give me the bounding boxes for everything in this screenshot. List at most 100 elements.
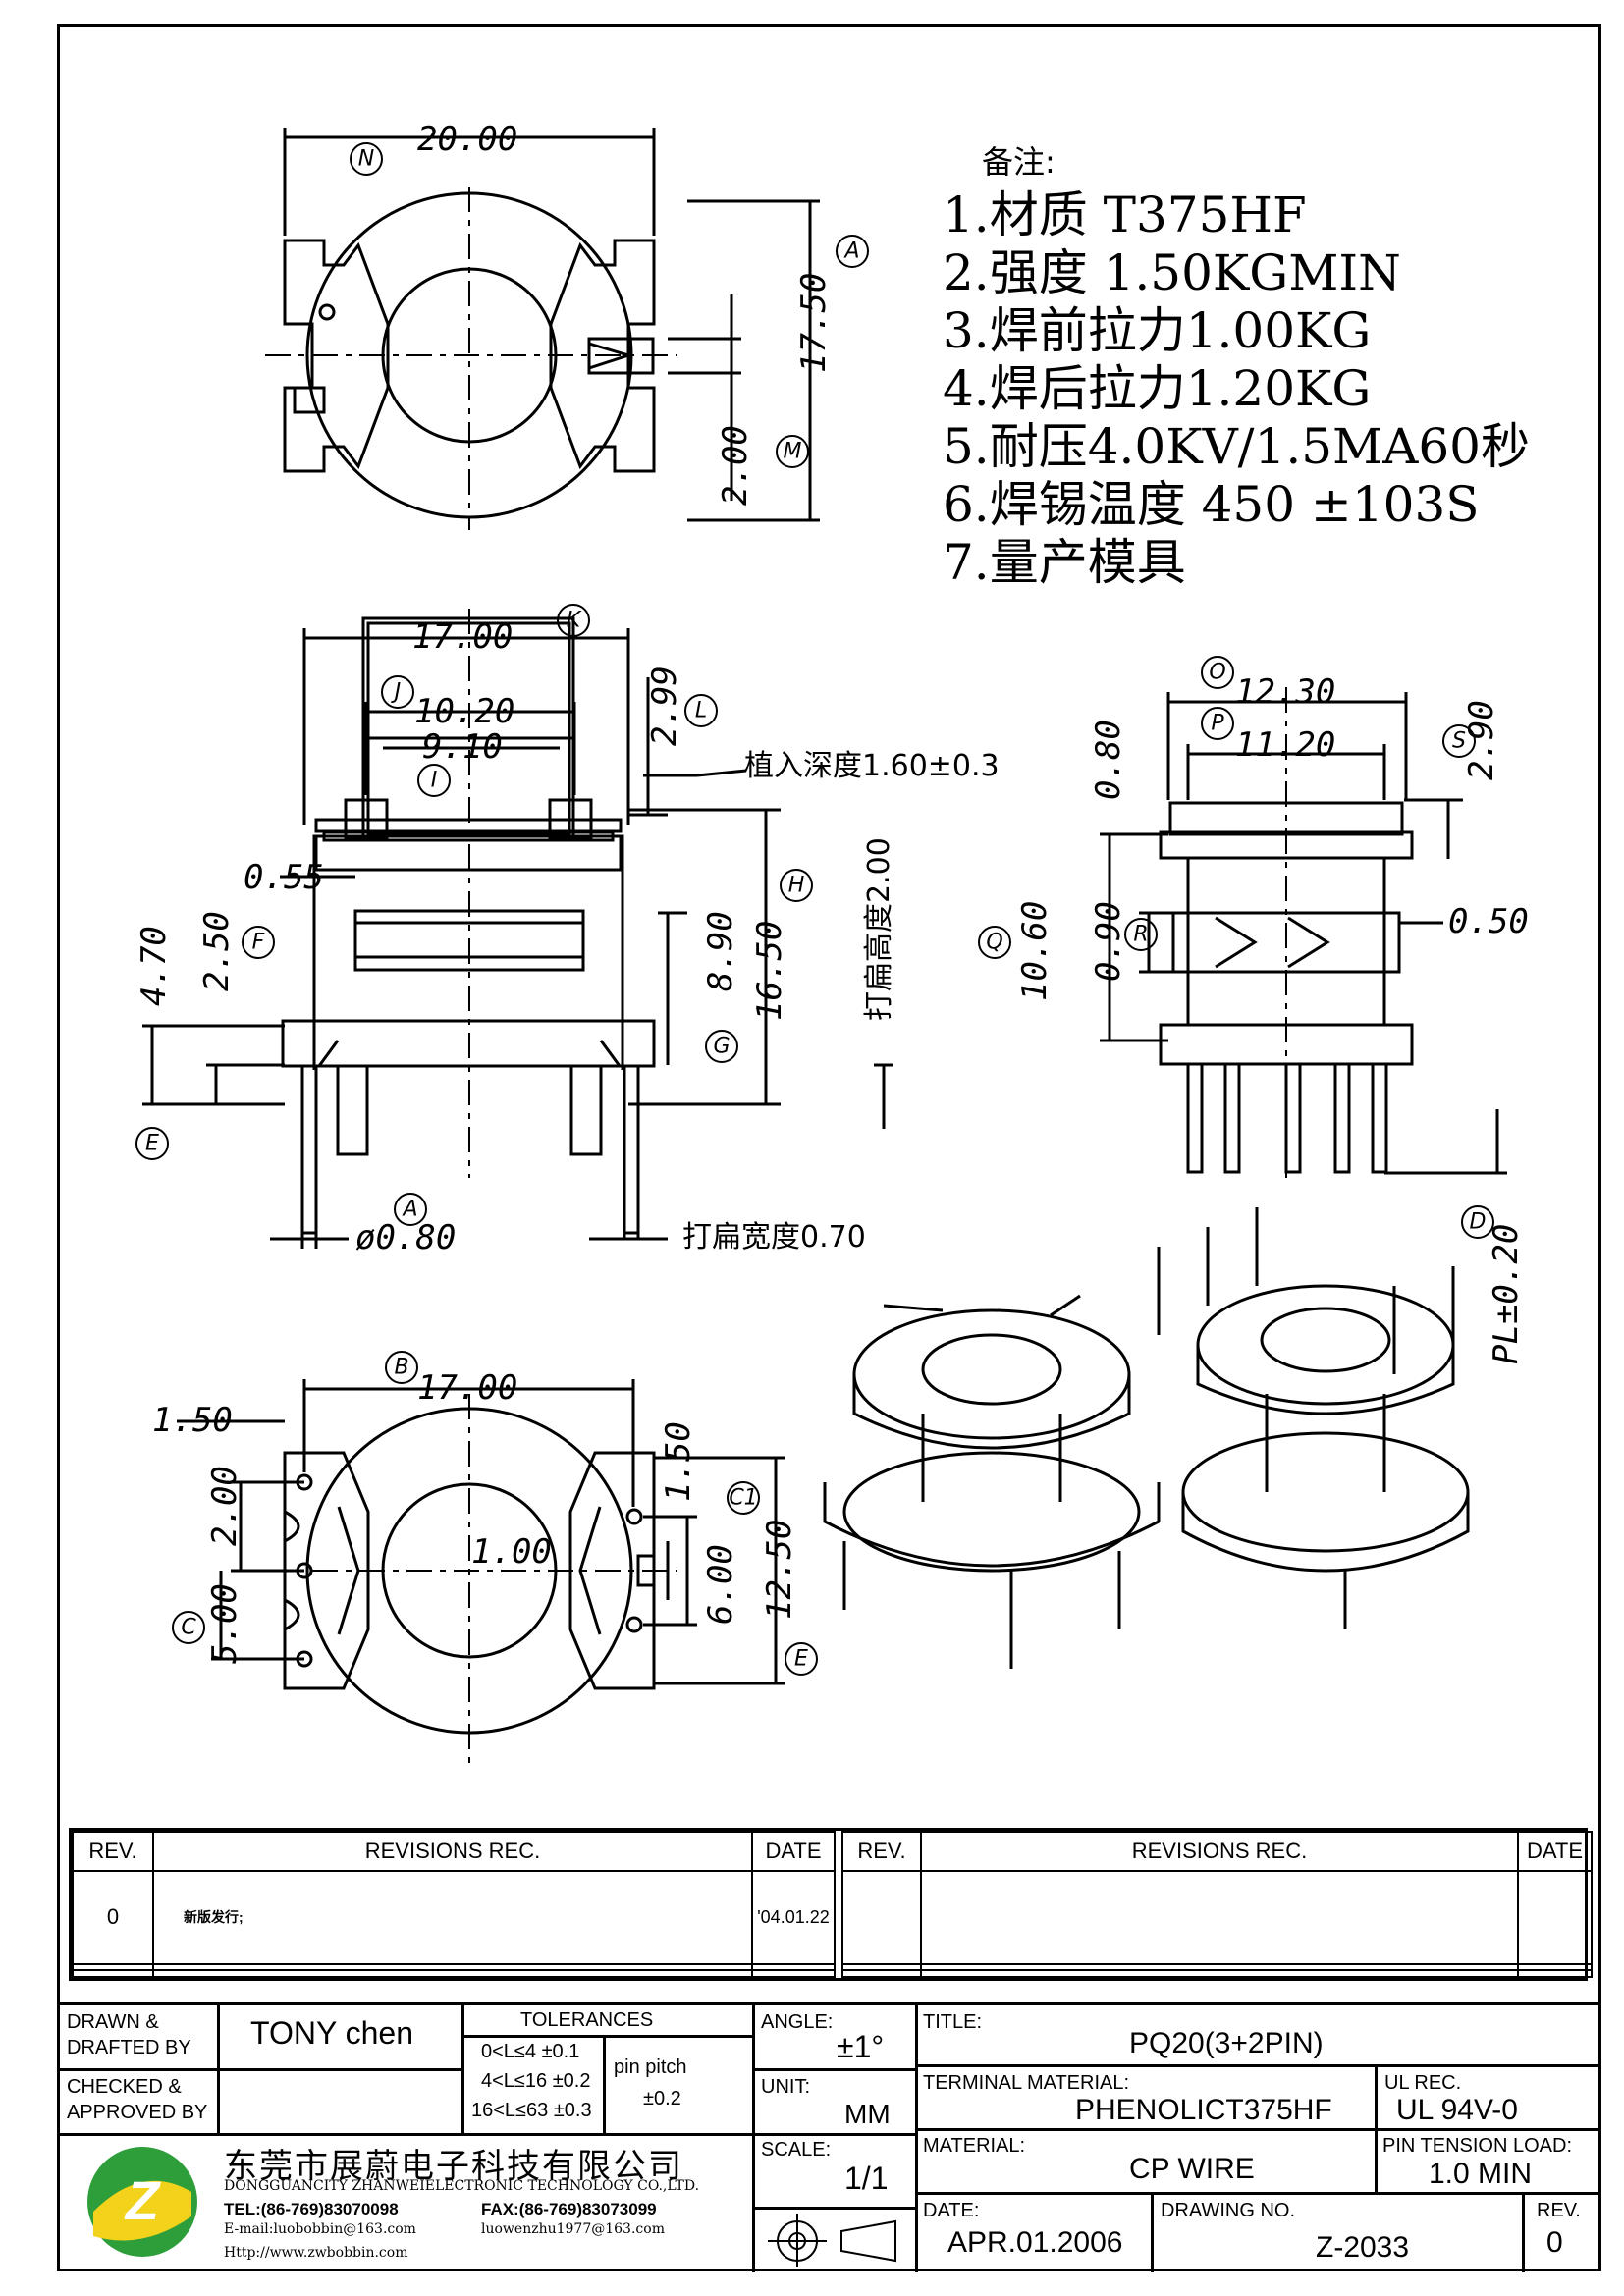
dim-top-width: 20.00 [417,120,517,159]
rec-cell [152,1969,753,1978]
revisions-rec-header: REVISIONS REC. [152,1831,753,1872]
table-gap [834,1832,843,1871]
notes-block: 备注: 1.材质 T375HF 2.强度 1.50KGMIN 3.焊前拉力1.0… [943,137,1530,592]
note-item: 3.焊前拉力1.00KG [943,302,1372,359]
tol-row: 0<L≤4 ±0.1 [481,2041,580,2062]
dim-front-width: 17.00 [412,617,513,657]
technical-drawing: N A M K J I L H F G E A O P S Q R D B C … [135,120,1529,1767]
table-gap [834,1970,843,1977]
table-gap [834,1871,843,1964]
date-cell [751,1969,836,1978]
tol-row: 4<L≤16 ±0.2 [481,2070,591,2092]
drawn-label: DRAWN & DRAFTED BY [67,2011,191,2058]
dim-top-slot: 2.00 [716,425,755,506]
insert-depth-label: 植入深度1.60±0.3 [744,749,1000,783]
title-block: DRAWN & DRAFTED BY TONY chen CHECKED & A… [59,2002,1599,2272]
rec-cell [920,1870,1519,1965]
callout-i: I [431,769,438,793]
revision-table: REV. REVISIONS REC. DATE REV. REVISIONS … [69,1828,1593,1981]
unit-value: MM [844,2099,891,2129]
dim-front-j: 10.20 [414,692,514,731]
table-row: 0 新版发行; '04.01.22 [72,1870,1593,1965]
note-item: 6.焊锡温度 450 ±103S [943,476,1480,533]
flat-height-label: 打扁高度2.00 [862,837,896,1021]
dim-bottom-1250: 12.50 [760,1520,799,1620]
note-item: 4.焊后拉力1.20KG [943,360,1372,417]
note-item: 2.强度 1.50KGMIN [943,244,1401,301]
dim-pin-diameter: ø0.80 [355,1218,456,1257]
material-label: MATERIAL: [923,2135,1026,2157]
callout-f: F [252,931,265,955]
callout-e-front: E [145,1132,159,1156]
drawn-value: TONY chen [250,2015,414,2051]
callout-c1: C1 [729,1486,757,1511]
dim-front-055: 0.55 [244,858,324,897]
rev-cell [841,1962,922,1972]
callout-j: J [391,680,402,705]
dim-front-250: 2.50 [197,911,237,991]
callout-l: L [695,699,707,723]
callout-k: K [567,609,582,633]
callout-o: O [1209,661,1225,685]
dim-top-height: 17.50 [794,273,834,373]
rev-label: REV. [1537,2200,1581,2221]
rec-cell: 新版发行; [152,1870,753,1965]
notes-header: 备注: [982,143,1056,181]
company-tel: TEL:(86-769)83070098 [224,2200,399,2218]
dim-side-1060: 10.60 [1015,901,1055,1001]
dim-front-i: 9.10 [422,727,503,767]
dim-front-890: 8.90 [701,911,740,991]
dim-bottom-200: 2.00 [205,1466,244,1546]
rec-cell [920,1962,1519,1972]
unit-label: UNIT: [761,2076,810,2098]
date-cell [751,1962,836,1972]
callout-r: R [1133,923,1148,947]
drawing-no-value: Z-2033 [1316,2231,1410,2264]
tolerances-label: TOLERANCES [520,2009,654,2031]
flat-width-label: 打扁宽度0.70 [682,1220,866,1255]
company-fax: FAX:(86-769)83073099 [481,2200,657,2218]
company-website: Http://www.zwbobbin.com [224,2245,408,2261]
dim-front-470: 4.70 [135,926,174,1006]
projection-symbol-icon [768,2214,896,2267]
callout-a-front: A [401,1198,417,1222]
date-cell: '04.01.22 [751,1870,836,1965]
ul-label: UL REC. [1384,2072,1462,2094]
table-row [72,1962,1593,1972]
dim-side-s: 2.90 [1462,700,1501,780]
dim-side-p: 11.20 [1235,725,1335,765]
angle-value: ±1° [837,2029,885,2064]
dim-side-pl: PL±0.20 [1487,1224,1526,1364]
date-header: DATE [1517,1831,1593,1872]
callout-s: S [1452,729,1466,754]
revisions-rec-header: REVISIONS REC. [920,1831,1519,1872]
rev-cell: 0 [72,1870,154,1965]
table-gap [834,1963,843,1971]
rev-cell [72,1969,154,1978]
note-item: 7.量产模具 [943,534,1186,591]
dim-bottom-100: 1.00 [471,1532,552,1572]
note-item: 5.耐压4.0KV/1.5MA60秒 [943,418,1530,475]
rev-header: REV. [841,1831,922,1872]
pin-pitch-value: ±0.2 [643,2088,681,2109]
terminal-material-value: PHENOLICT375HF [1075,2094,1332,2126]
company-email-2: luowenzhu1977@163.com [481,2221,665,2237]
svg-text:Z: Z [124,2169,161,2231]
callout-a-top: A [842,240,859,264]
title-label: TITLE: [923,2011,983,2033]
callout-h: H [788,874,805,898]
callout-e-bottom: E [794,1647,808,1672]
rec-cell [152,1962,753,1972]
date-cell [1517,1969,1593,1978]
dim-side-090: 0.90 [1089,901,1128,982]
pin-tension-value: 1.0 MIN [1429,2158,1533,2190]
dim-front-l: 2.99 [645,666,684,746]
rev-header: REV. [72,1831,154,1872]
date-label: DATE: [923,2200,980,2221]
company-email: E-mail:luobobbin@163.com [224,2221,416,2237]
drawing-frame [57,24,1601,2271]
dim-front-1650: 16.50 [750,921,789,1021]
dim-side-o: 12.30 [1235,672,1335,712]
company-logo-icon: Z [87,2147,197,2257]
callout-g: G [713,1035,730,1059]
